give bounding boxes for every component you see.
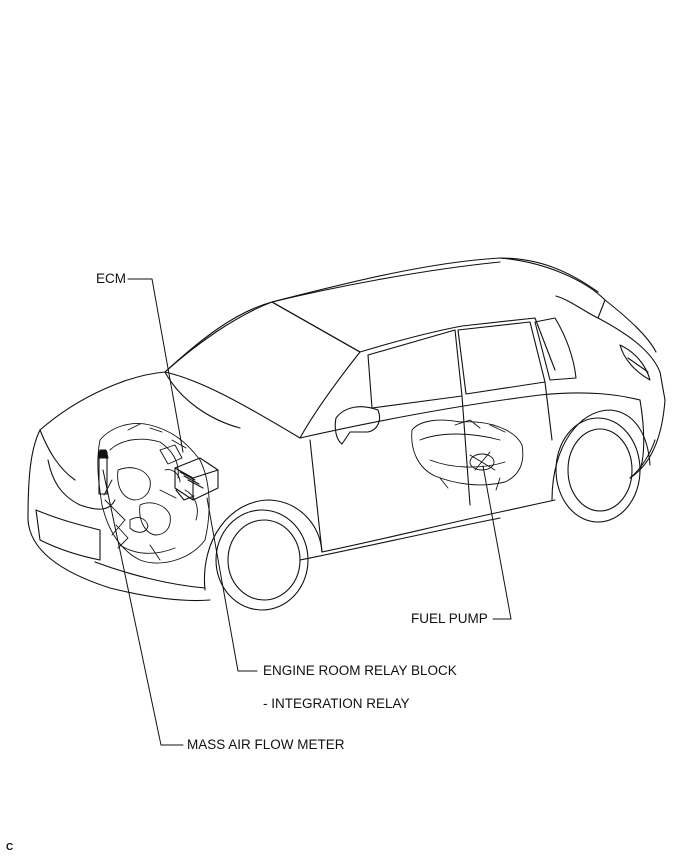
integration-relay-label: - INTEGRATION RELAY bbox=[263, 696, 410, 711]
fuel-pump-label: FUEL PUMP bbox=[411, 611, 488, 626]
fuel-tank-assembly bbox=[411, 419, 524, 491]
figure-code: C bbox=[6, 842, 14, 853]
car-body bbox=[27, 257, 666, 611]
mass-air-flow-meter bbox=[97, 449, 109, 495]
engine-room-relay-block-label: ENGINE ROOM RELAY BLOCK bbox=[263, 663, 457, 678]
mass-air-flow-meter-label: MASS AIR FLOW METER bbox=[187, 737, 345, 752]
engine-assembly bbox=[97, 423, 210, 564]
ecm-unit bbox=[174, 457, 219, 501]
leader-lines bbox=[102, 278, 512, 746]
ecm-label: ECM bbox=[96, 271, 126, 286]
